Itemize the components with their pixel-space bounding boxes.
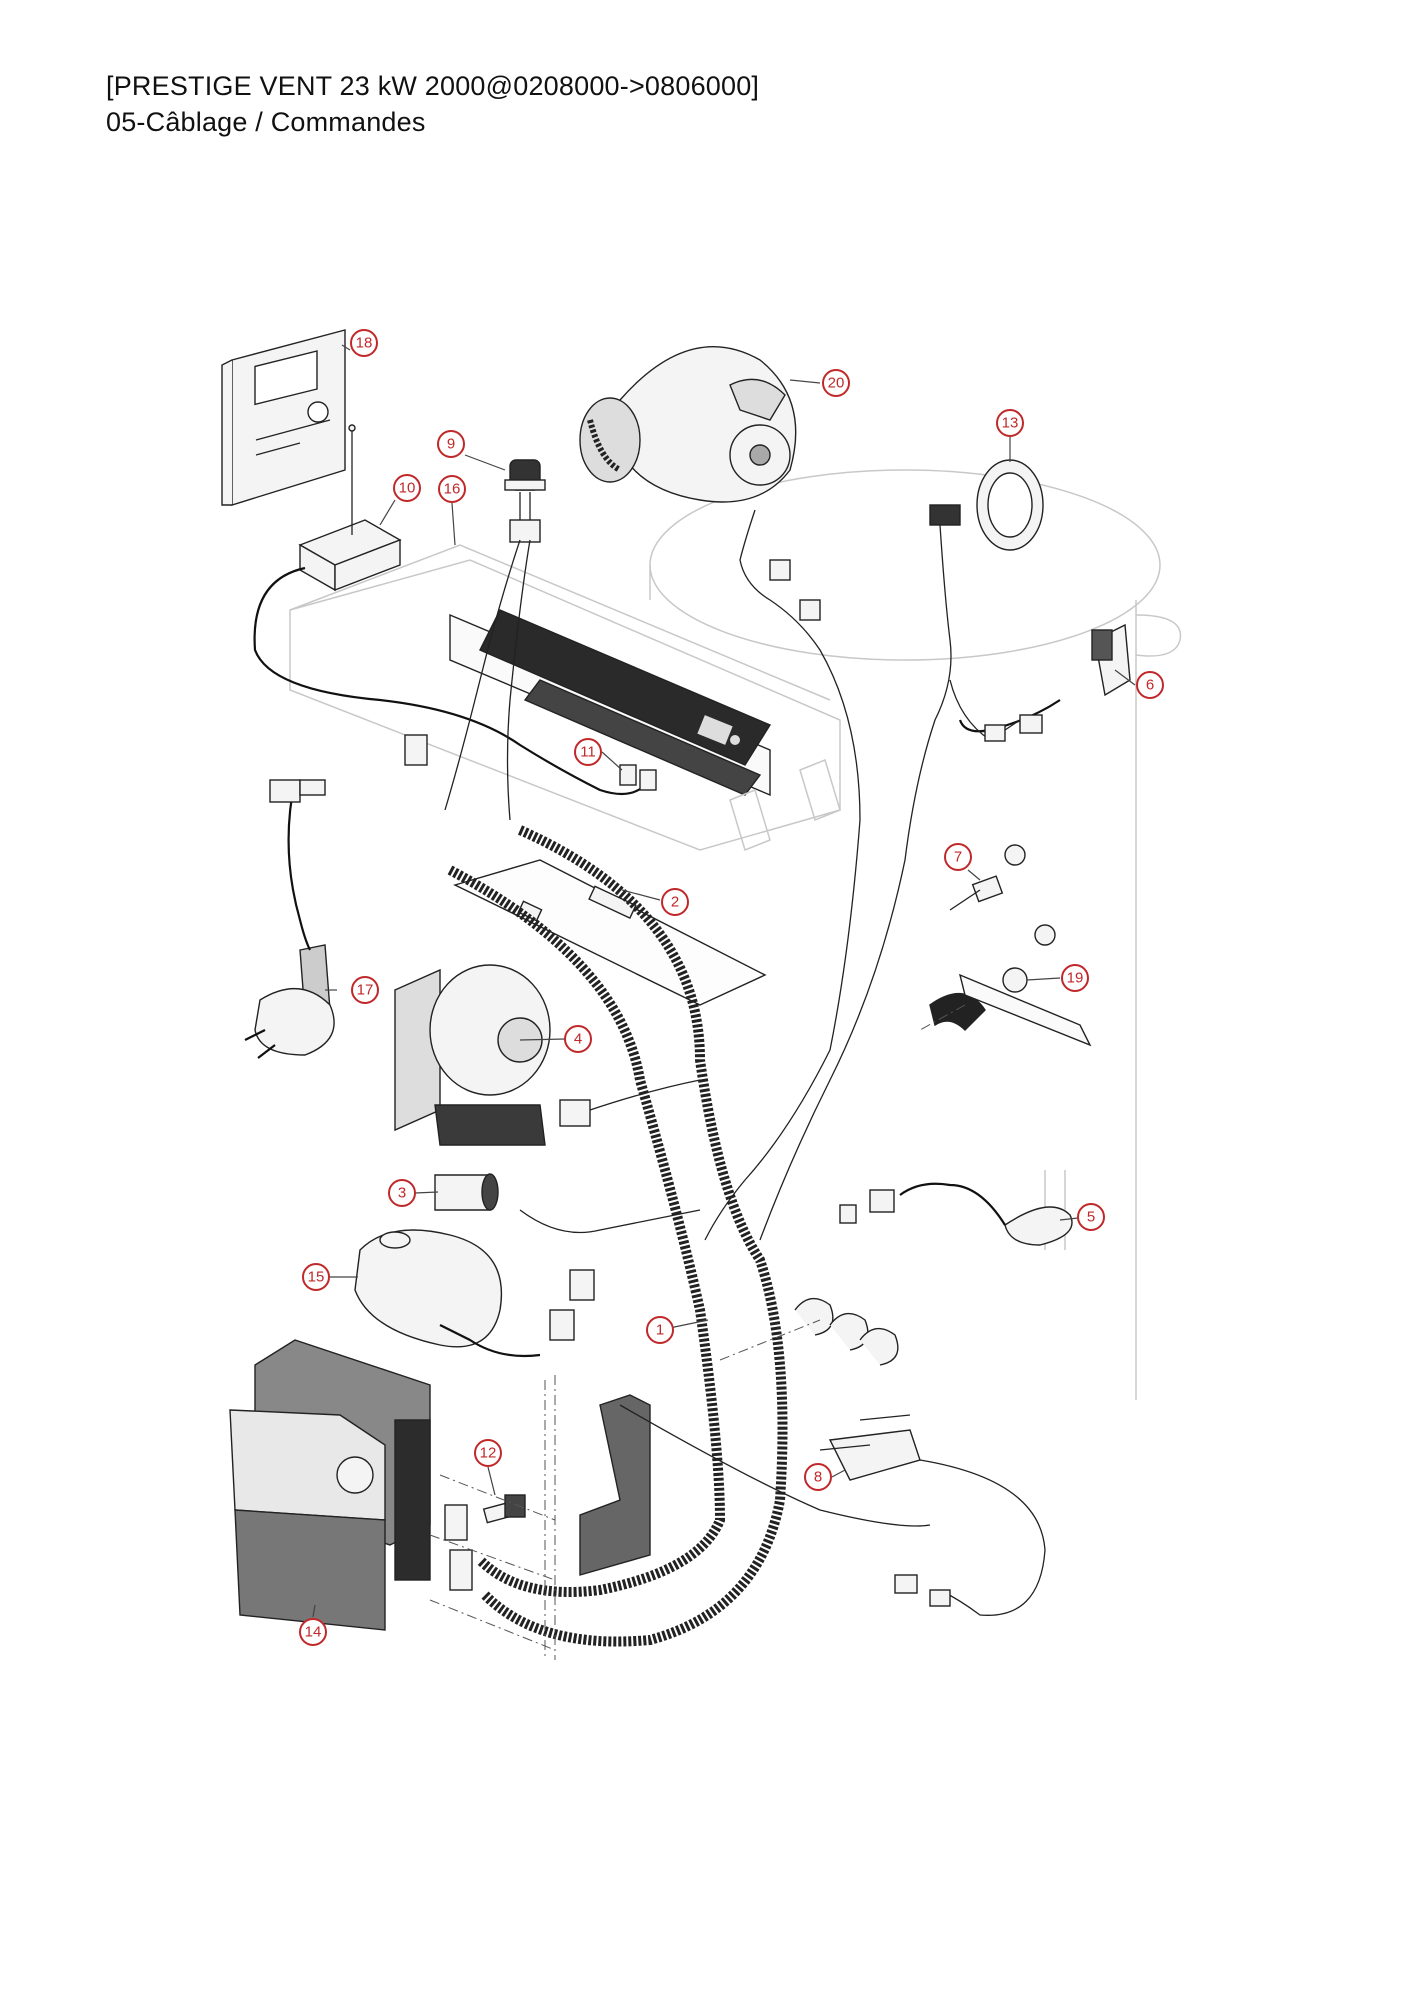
pressure-switch: [929, 459, 1044, 551]
flue-sensor: [1091, 623, 1131, 697]
svg-text:1: 1: [656, 1322, 664, 1339]
svg-text:7: 7: [954, 849, 962, 866]
cable-clips: [794, 1297, 899, 1366]
callout-12: 12: [474, 1439, 502, 1467]
document-title: [PRESTIGE VENT 23 kW 2000@0208000->08060…: [106, 71, 760, 101]
gas-valve-coil: [354, 1229, 503, 1348]
selector-switch: [504, 459, 546, 543]
circulating-pump: [394, 964, 591, 1146]
callout-8: 8: [804, 1463, 832, 1491]
callout-16: 16: [438, 475, 466, 503]
callout-leaders: [312, 344, 1136, 1618]
svg-text:15: 15: [308, 1269, 325, 1286]
svg-text:3: 3: [398, 1185, 406, 1202]
overheat-sensor: [949, 844, 1026, 911]
wiring-conduits: [447, 825, 788, 1647]
svg-text:16: 16: [444, 481, 461, 498]
callout-14: 14: [299, 1618, 327, 1646]
assembly-lines: [429, 1004, 966, 1660]
callout-6: 6: [1136, 671, 1164, 699]
control-panel: [449, 609, 841, 852]
callout-17: 17: [351, 976, 379, 1004]
limit-thermostat: [929, 924, 1092, 1047]
callout-1: 1: [646, 1316, 674, 1344]
radio-receiver: [298, 424, 402, 592]
callout-9: 9: [437, 430, 465, 458]
page-header: [PRESTIGE VENT 23 kW 2000@0208000->08060…: [106, 68, 759, 140]
connectors: [269, 559, 1043, 1607]
svg-text:14: 14: [305, 1624, 322, 1641]
wiring-harness: [253, 509, 1061, 1616]
svg-text:17: 17: [357, 982, 374, 999]
fuse: [482, 1494, 526, 1524]
flow-sensor-clip: [1004, 1170, 1073, 1250]
callout-19: 19: [1061, 964, 1089, 992]
callout-20: 20: [822, 369, 850, 397]
callout-11: 11: [574, 738, 602, 766]
svg-text:11: 11: [580, 744, 596, 761]
svg-text:12: 12: [480, 1445, 497, 1462]
boiler-outline: [289, 469, 1182, 1400]
svg-text:8: 8: [814, 1469, 822, 1486]
callout-5: 5: [1077, 1203, 1105, 1231]
svg-text:18: 18: [356, 335, 373, 352]
blower-fan: [579, 346, 797, 503]
callout-18: 18: [350, 329, 378, 357]
gas-valve: [229, 1339, 431, 1631]
svg-text:6: 6: [1146, 677, 1154, 694]
svg-text:20: 20: [828, 375, 845, 392]
document-subtitle: 05-Câblage / Commandes: [106, 107, 426, 137]
svg-text:9: 9: [447, 436, 455, 453]
temperature-sensor: [434, 1173, 499, 1211]
svg-text:10: 10: [399, 480, 416, 497]
ignition-electrode: [819, 1414, 921, 1481]
svg-text:5: 5: [1087, 1209, 1095, 1226]
svg-text:4: 4: [574, 1031, 582, 1048]
svg-text:2: 2: [671, 894, 679, 911]
mounting-bracket: [453, 859, 767, 1006]
callout-7: 7: [944, 843, 972, 871]
callout-4: 4: [564, 1025, 592, 1053]
ignition-module: [579, 1394, 651, 1576]
svg-text:13: 13: [1002, 415, 1019, 432]
callout-13: 13: [996, 409, 1024, 437]
callout-10: 10: [393, 474, 421, 502]
svg-text:19: 19: [1067, 970, 1084, 987]
callout-2: 2: [661, 888, 689, 916]
mains-plug: [244, 944, 335, 1059]
callout-3: 3: [388, 1179, 416, 1207]
callout-15: 15: [302, 1263, 330, 1291]
room-thermostat: [221, 329, 346, 506]
